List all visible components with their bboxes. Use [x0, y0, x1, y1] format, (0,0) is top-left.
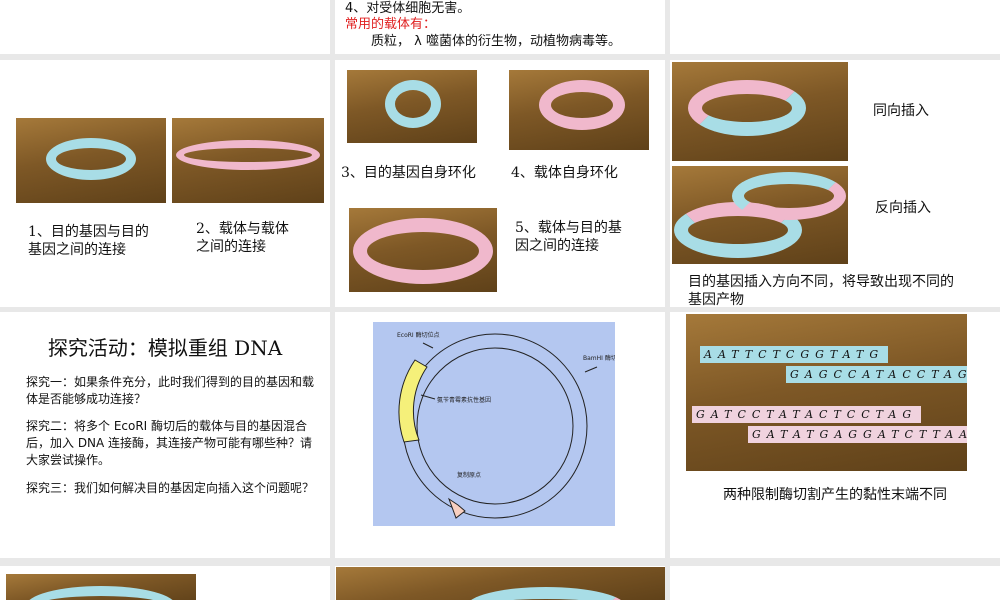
inquiry-2: 探究二：将多个 EcoRI 酶切后的载体与目的基因混合后，加入 DNA 连接酶，… — [26, 419, 313, 467]
caption-5: 5、载体与目的基因之间的连接 — [515, 220, 622, 254]
photo-vector-vector-ring — [172, 118, 324, 203]
slide-thumbnail-prev-right[interactable] — [670, 0, 1000, 54]
strand-2: GAGCCATACCTAG — [786, 366, 967, 383]
photo-reverse-insert — [672, 166, 848, 264]
common-vectors-list: 质粒， λ 噬菌体的衍生物，动植物病毒等。 — [371, 34, 621, 49]
strand-4: GATATGAGGATCTTAA — [748, 426, 967, 443]
slide-thumbnail-vector-requirements[interactable]: 4、对受体细胞无害。 常用的载体有： 质粒， λ 噬菌体的衍生物，动植物病毒等。 — [335, 0, 665, 54]
inquiry-1: 探究一：如果条件充分，此时我们得到的目的基因和载体是否能够成功连接？ — [26, 375, 315, 406]
slide-thumbnail-next-left[interactable] — [0, 566, 330, 600]
slide-thumbnail-insert-orientation[interactable]: 同向插入 反向插入 目的基因插入方向不同，将导致出现不同的基因产物 — [670, 60, 1000, 307]
slide-thumbnail-next-middle[interactable] — [335, 566, 665, 600]
photo-vector-gene-ligation — [349, 208, 497, 292]
slide-thumbnail-ligation-types-b[interactable]: 3、目的基因自身环化 4、载体自身环化 5、载体与目的基因之间的连接 — [335, 60, 665, 307]
caption-1: 1、目的基因与目的基因之间的连接 — [28, 224, 149, 258]
label-same-direction: 同向插入 — [873, 103, 929, 119]
ecori-site-label: EcoRI 酶切位点 — [397, 331, 440, 339]
common-vectors-heading: 常用的载体有： — [345, 17, 437, 32]
slide-thumbnail-next-right[interactable] — [670, 566, 1000, 600]
inquiry-3: 探究三：我们如何解决目的基因定向插入这个问题呢？ — [26, 481, 315, 495]
photo-same-direction-insert — [672, 62, 848, 161]
slide-thumbnail-plasmid-diagram[interactable]: EcoRI 酶切位点 BamHI 酶切位点 氨苄青霉素抗性基因 复制原点 — [335, 312, 665, 558]
slide-thumbnail-sticky-ends[interactable]: AATTCTCGGTATG GAGCCATACCTAG GATCCTATACTC… — [670, 312, 1000, 558]
strand-3: GATCCTATACTCCTAG — [692, 406, 922, 423]
replication-origin — [448, 497, 466, 519]
bamhi-site-label: BamHI 酶切位点 — [583, 354, 615, 362]
slide-thumbnail-prev-left[interactable] — [0, 0, 330, 54]
caption-3: 3、目的基因自身环化 — [341, 165, 476, 181]
photo-vector-self-circularize — [509, 70, 649, 150]
amp-resistance-gene — [398, 359, 428, 443]
amp-gene-label: 氨苄青霉素抗性基因 — [437, 396, 491, 404]
requirement-4: 4、对受体细胞无害。 — [345, 1, 471, 16]
photo-gene-gene-ring — [16, 118, 166, 203]
label-reverse-direction: 反向插入 — [875, 200, 931, 216]
caption-4: 4、载体自身环化 — [511, 165, 618, 181]
photo-sticky-ends: AATTCTCGGTATG GAGCCATACCTAG GATCCTATACTC… — [686, 314, 967, 471]
plasmid-diagram: EcoRI 酶切位点 BamHI 酶切位点 氨苄青霉素抗性基因 复制原点 — [373, 322, 615, 526]
slide-thumbnail-ligation-types-a[interactable]: 1、目的基因与目的基因之间的连接 2、载体与载体之间的连接 — [0, 60, 330, 307]
photo-next-left — [6, 574, 196, 600]
slide-thumbnail-inquiry-activity[interactable]: 探究活动：模拟重组 DNA 探究一：如果条件充分，此时我们得到的目的基因和载体是… — [0, 312, 330, 558]
sticky-ends-caption: 两种限制酶切割产生的黏性末端不同 — [723, 487, 947, 503]
orientation-note: 目的基因插入方向不同，将导致出现不同的基因产物 — [688, 274, 954, 307]
slide-title: 探究活动：模拟重组 DNA — [47, 336, 283, 360]
ori-label: 复制原点 — [457, 471, 481, 479]
caption-2: 2、载体与载体之间的连接 — [196, 221, 289, 255]
strand-1: AATTCTCGGTATG — [700, 346, 889, 363]
photo-gene-self-circularize — [347, 70, 477, 143]
photo-next-middle — [336, 567, 665, 600]
